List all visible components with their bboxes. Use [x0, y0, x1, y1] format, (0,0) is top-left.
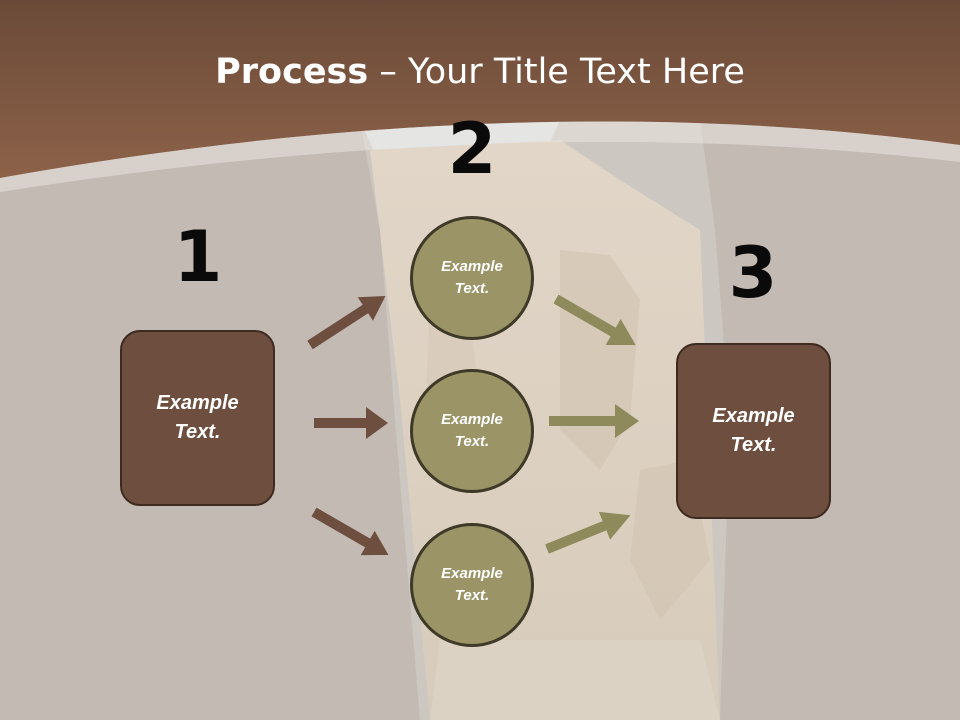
- arrow-left-to-bottom: [311, 507, 389, 556]
- step-number-1: 1: [173, 216, 223, 298]
- arrow-top-to-right: [553, 294, 636, 345]
- title-rest: Your Title Text Here: [407, 52, 745, 92]
- left-box-line1: Example: [156, 392, 239, 414]
- right-box-line1: Example: [712, 405, 795, 427]
- step-number-3: 3: [728, 232, 778, 314]
- circle-top-line2: Text.: [454, 280, 490, 297]
- slide-title: Process – Your Title Text Here: [0, 52, 960, 92]
- arrow-left-to-top: [307, 295, 386, 350]
- title-separator: –: [368, 52, 408, 92]
- left-box-line2: Text.: [174, 421, 221, 443]
- circle-top-line1: Example: [441, 257, 503, 275]
- title-bold: Process: [215, 52, 369, 92]
- arrow-left-to-center: [314, 407, 388, 439]
- circle-bottom-line2: Text.: [454, 587, 490, 604]
- circle-center-line2: Text.: [454, 433, 490, 450]
- circle-center-line1: Example: [441, 410, 503, 428]
- circle-bottom-line1: Example: [441, 564, 503, 582]
- arrow-bottom-to-right: [545, 511, 631, 554]
- right-box-line2: Text.: [730, 434, 777, 456]
- step-number-2: 2: [447, 108, 497, 190]
- arrow-center-to-right: [549, 404, 639, 438]
